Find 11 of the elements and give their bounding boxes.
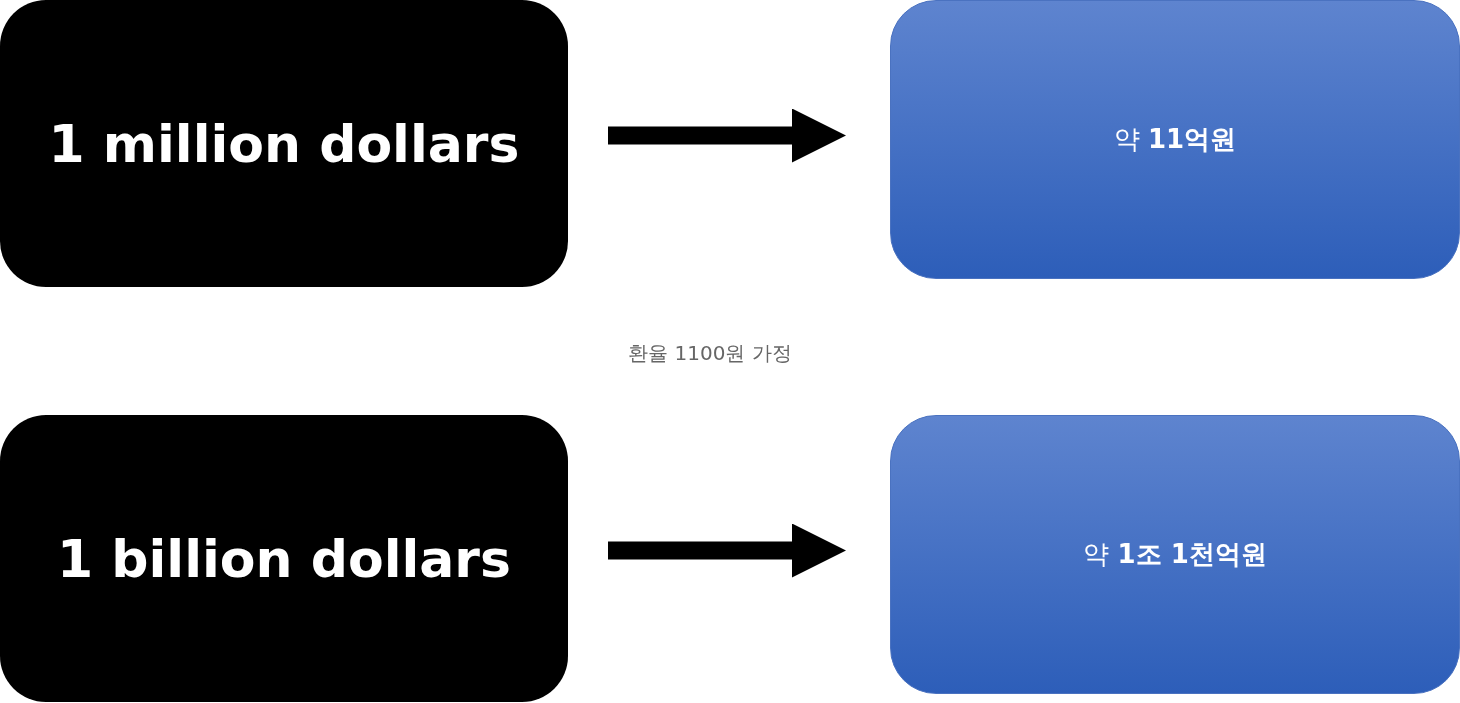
box-text: 약 11억원 bbox=[1113, 123, 1237, 156]
rounded-box bbox=[0, 0, 568, 287]
arrow bbox=[608, 523, 846, 578]
box-text: 1 million dollars bbox=[48, 113, 520, 174]
rounded-box bbox=[890, 0, 1460, 279]
box-text: 1 billion dollars bbox=[57, 528, 511, 589]
box-text: 약 1조 1천억원 bbox=[1083, 538, 1267, 571]
note-text: 환율 1100원 가정 bbox=[627, 340, 793, 367]
arrow bbox=[608, 108, 846, 163]
rounded-box bbox=[890, 415, 1460, 694]
rounded-box bbox=[0, 415, 568, 702]
